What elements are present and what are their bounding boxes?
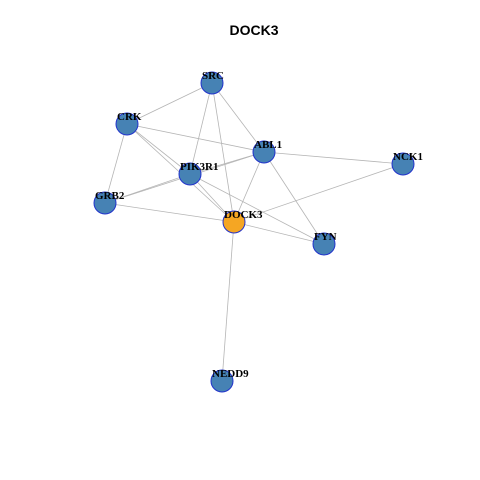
edge-layer — [104, 82, 404, 382]
node-nedd9 — [210, 369, 234, 393]
node-src — [200, 71, 224, 95]
edge-src-crk — [126, 82, 213, 125]
node-dock3 — [222, 210, 246, 234]
node-label-crk: CRK — [117, 111, 142, 123]
node-fyn — [312, 232, 336, 256]
node-abl1 — [252, 140, 276, 164]
edge-dock3-nedd9 — [221, 221, 235, 382]
edge-dock3-fyn — [233, 221, 325, 245]
node-pik3r1 — [178, 162, 202, 186]
edge-pik3r1-fyn — [189, 173, 325, 245]
edge-abl1-dock3 — [233, 151, 265, 223]
node-label-abl1: ABL1 — [254, 139, 282, 151]
edge-src-dock3 — [211, 82, 235, 223]
node-label-dock3: DOCK3 — [224, 209, 263, 221]
node-grb2 — [93, 191, 117, 215]
node-label-src: SRC — [202, 70, 224, 82]
node-layer — [93, 71, 415, 393]
node-crk — [115, 112, 139, 136]
node-label-pik3r1: PIK3R1 — [180, 161, 219, 173]
edge-grb2-dock3 — [104, 202, 235, 223]
node-label-grb2: GRB2 — [95, 190, 125, 202]
edge-crk-pik3r1 — [126, 123, 191, 175]
edge-pik3r1-grb2 — [104, 173, 191, 204]
edge-abl1-nck1 — [263, 151, 404, 165]
edge-crk-abl1 — [126, 123, 265, 153]
node-label-fyn: FYN — [314, 231, 337, 243]
edge-crk-grb2 — [104, 123, 128, 204]
node-label-nedd9: NEDD9 — [212, 368, 249, 380]
node-label-nck1: NCK1 — [393, 151, 423, 163]
edge-src-abl1 — [211, 82, 265, 153]
edge-nck1-dock3 — [233, 163, 404, 223]
node-nck1 — [391, 152, 415, 176]
edge-abl1-fyn — [263, 151, 325, 245]
edge-src-pik3r1 — [189, 82, 213, 175]
diagram-title: DOCK3 — [229, 22, 278, 38]
